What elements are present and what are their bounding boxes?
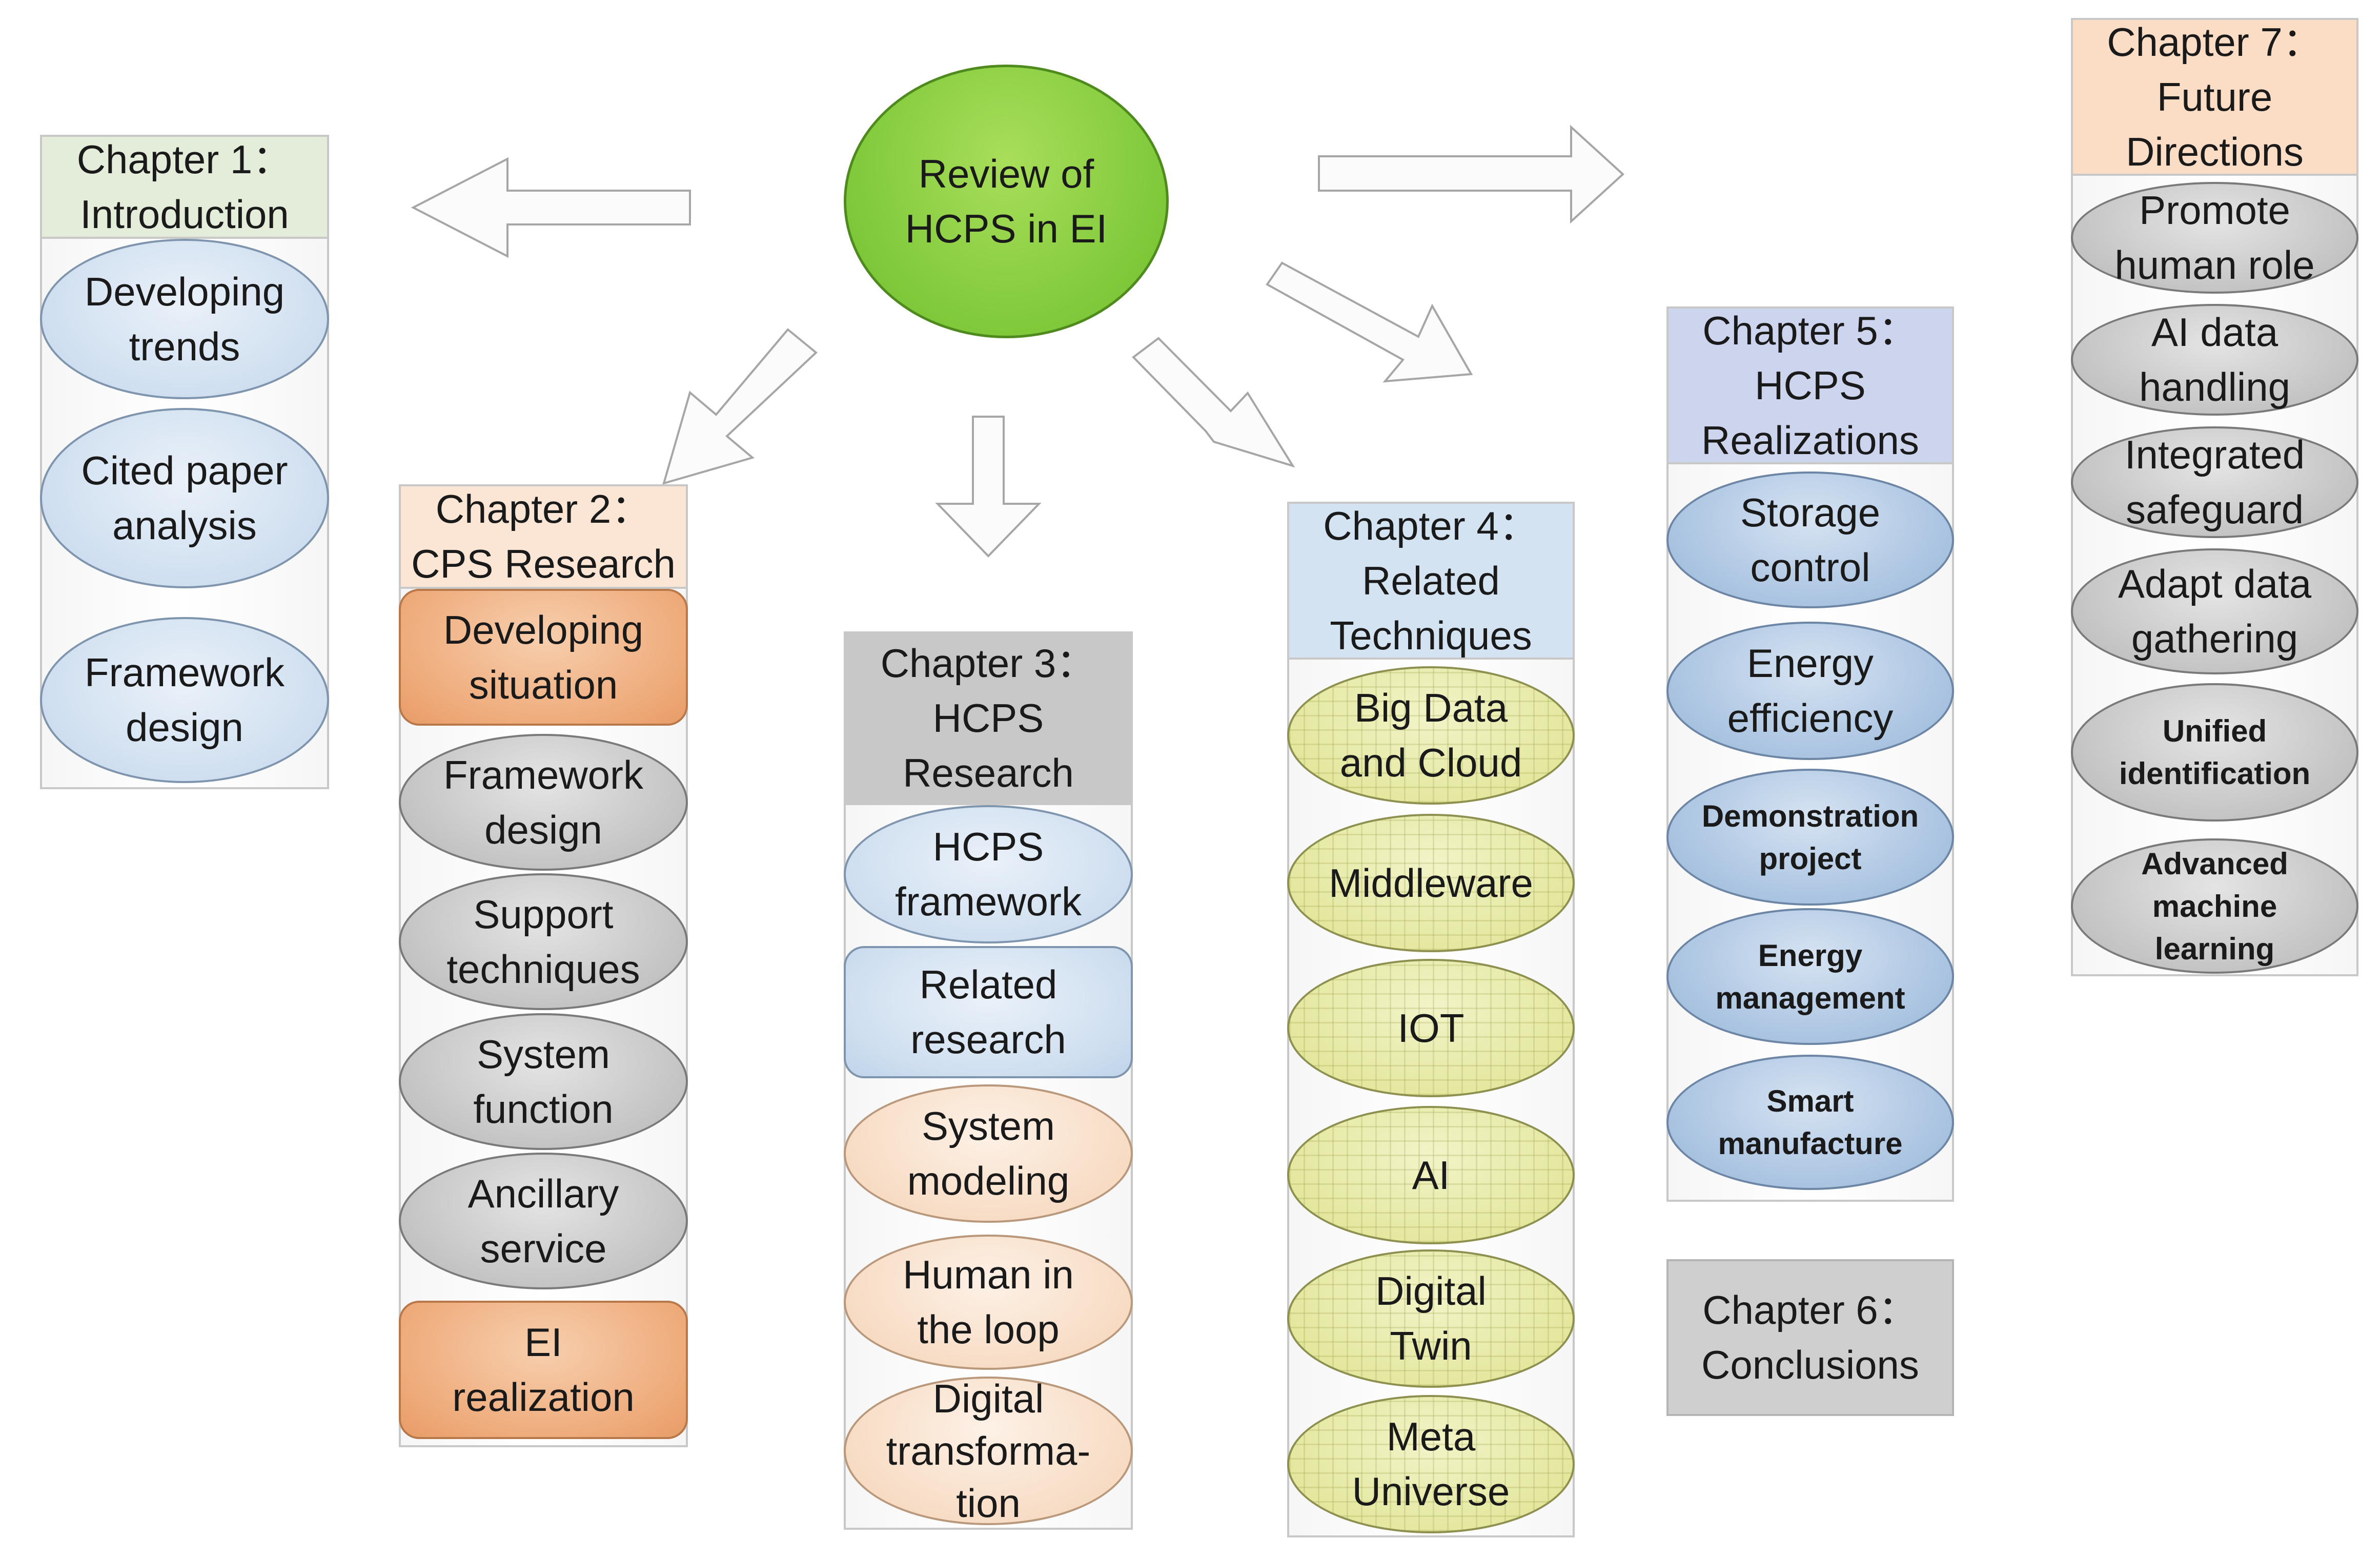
chapter-3-item-1: HCPS framework bbox=[844, 805, 1133, 943]
chapter-2-item-6: EI realization bbox=[399, 1301, 688, 1439]
chapter-4-item-2: Middleware bbox=[1287, 814, 1575, 952]
chapter-5-item-4: Energy management bbox=[1666, 908, 1954, 1045]
chapter-3-item-4: Human in the loop bbox=[844, 1235, 1133, 1370]
center-node: Review of HCPS in EI bbox=[844, 65, 1169, 338]
arrow-to-chapter-3 bbox=[935, 416, 1042, 558]
chapter-2-item-2: Framework design bbox=[399, 734, 688, 871]
chapter-1-item-1: Developing trends bbox=[40, 239, 329, 399]
chapter-5-item-2: Energy efficiency bbox=[1666, 622, 1954, 760]
chapter-7-item-6: Advanced machine learning bbox=[2071, 838, 2358, 974]
chapter-5-item-1: Storage control bbox=[1666, 471, 1954, 608]
chapter-1-header: Chapter 1： Introduction bbox=[40, 135, 329, 239]
chapter-2-item-5: Ancillary service bbox=[399, 1153, 688, 1289]
chapter-5-item-3: Demonstration project bbox=[1666, 769, 1954, 906]
chapter-4-item-5: Digital Twin bbox=[1287, 1249, 1575, 1388]
chapter-3-item-3: System modeling bbox=[844, 1084, 1133, 1223]
chapter-7-item-4: Adapt data gathering bbox=[2071, 548, 2358, 674]
chapter-2-item-4: System function bbox=[399, 1013, 688, 1150]
arrow-to-chapter-1 bbox=[411, 157, 691, 258]
chapter-2-header: Chapter 2： CPS Research bbox=[399, 484, 688, 589]
chapter-1-item-3: Framework design bbox=[40, 617, 329, 783]
chapter-7-item-1: Promote human role bbox=[2071, 182, 2358, 294]
chapter-3-item-5: Digital transforma- tion bbox=[844, 1376, 1133, 1526]
chapter-6-box: Chapter 6： Conclusions bbox=[1666, 1259, 1954, 1416]
chapter-3-item-2: Related research bbox=[844, 946, 1133, 1078]
chapter-2-item-3: Support techniques bbox=[399, 873, 688, 1010]
arrow-to-chapter-7 bbox=[1318, 125, 1624, 224]
arrow-to-chapter-5 bbox=[1266, 261, 1473, 383]
chapter-5-header: Chapter 5： HCPS Realizations bbox=[1666, 306, 1954, 464]
chapter-4-item-4: AI bbox=[1287, 1106, 1575, 1244]
arrow-to-chapter-2 bbox=[662, 328, 818, 485]
chapter-7-item-5: Unified identification bbox=[2071, 683, 2358, 822]
chapter-4-item-6: Meta Universe bbox=[1287, 1395, 1575, 1533]
chapter-7-item-3: Integrated safeguard bbox=[2071, 426, 2358, 538]
chapter-1-item-2: Cited paper analysis bbox=[40, 408, 329, 588]
chapter-2-item-1: Developing situation bbox=[399, 589, 688, 726]
chapter-4-header: Chapter 4： Related Techniques bbox=[1287, 502, 1575, 660]
chapter-7-item-2: AI data handling bbox=[2071, 304, 2358, 416]
chapter-5-item-5: Smart manufacture bbox=[1666, 1055, 1954, 1190]
chapter-3-header: Chapter 3： HCPS Research bbox=[844, 631, 1133, 805]
chapter-4-item-3: IOT bbox=[1287, 959, 1575, 1097]
arrow-to-chapter-4 bbox=[1131, 337, 1295, 468]
chapter-4-item-1: Big Data and Cloud bbox=[1287, 666, 1575, 805]
chapter-7-header: Chapter 7： Future Directions bbox=[2071, 18, 2358, 176]
